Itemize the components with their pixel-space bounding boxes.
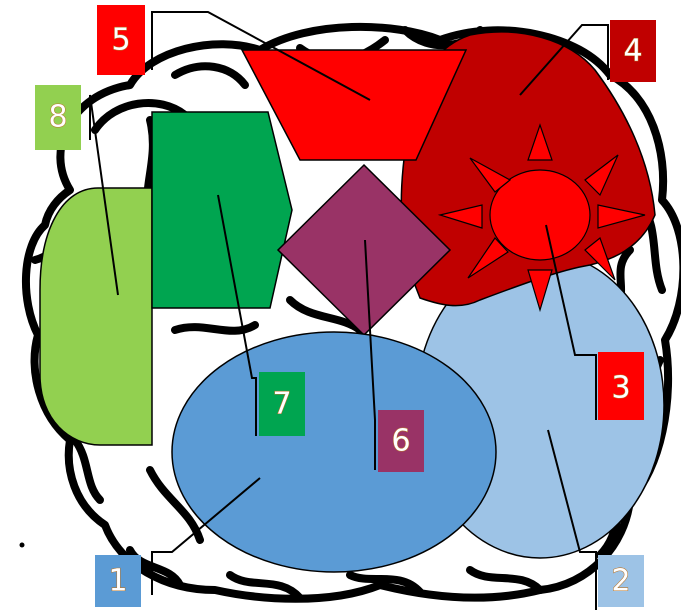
badge-8-label: 8 [48,100,67,135]
badge-4-label: 4 [623,34,642,69]
badge-7-label: 7 [272,387,291,422]
badge-5-label: 5 [111,23,130,58]
badge-5: 5 [97,5,145,75]
badge-1: 1 [95,555,141,607]
badge-6-label: 6 [391,424,410,459]
badge-3-label: 3 [611,371,630,406]
badge-8: 8 [35,85,81,150]
stray-dot [20,543,25,548]
region-1-shape [172,332,496,572]
badge-4: 4 [610,20,656,82]
badge-3: 3 [598,352,644,420]
badge-2-label: 2 [611,564,630,599]
badge-1-label: 1 [108,564,127,599]
badge-7: 7 [259,372,305,436]
badge-6: 6 [378,410,424,472]
badge-2: 2 [598,555,644,607]
region-8-shape [40,188,152,445]
region-7-shape [152,112,292,308]
